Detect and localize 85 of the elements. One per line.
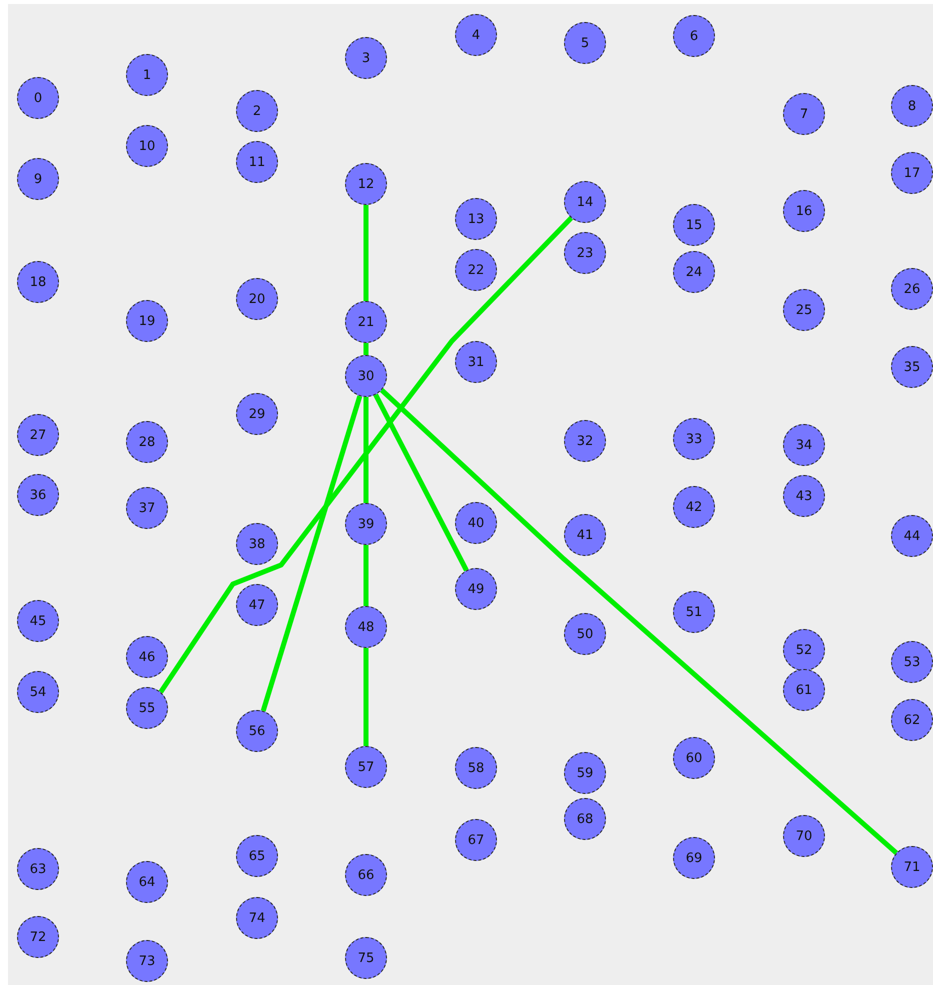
node-circle: 46 (126, 636, 168, 678)
node-circle: 20 (236, 278, 278, 320)
node-circle: 26 (891, 268, 933, 310)
node-circle: 25 (783, 289, 825, 331)
node-circle: 33 (673, 418, 715, 460)
node-circle: 48 (345, 606, 387, 648)
node-circle: 3 (345, 37, 387, 79)
node-circle: 62 (891, 699, 933, 741)
node-circle: 40 (455, 502, 497, 544)
node-circle: 16 (783, 190, 825, 232)
node-circle: 34 (783, 424, 825, 466)
node-circle: 51 (673, 591, 715, 633)
node-circle: 4 (455, 14, 497, 56)
node-circle: 17 (891, 152, 933, 194)
node-circle: 59 (564, 752, 606, 794)
node-circle: 45 (17, 600, 59, 642)
node-circle: 21 (345, 301, 387, 343)
node-circle: 58 (455, 747, 497, 789)
node-circle: 60 (673, 737, 715, 779)
node-circle: 11 (236, 141, 278, 183)
connector-line (364, 343, 368, 355)
node-circle: 54 (17, 671, 59, 713)
node-circle: 15 (673, 204, 715, 246)
node-circle: 12 (345, 163, 387, 205)
node-circle: 41 (564, 514, 606, 556)
node-circle: 2 (236, 90, 278, 132)
node-circle: 22 (455, 249, 497, 291)
node-circle: 0 (17, 77, 59, 119)
node-circle: 55 (126, 687, 168, 729)
node-circle: 61 (783, 669, 825, 711)
node-circle: 36 (17, 474, 59, 516)
node-circle: 53 (891, 641, 933, 683)
node-circle: 39 (345, 503, 387, 545)
node-circle: 30 (345, 355, 387, 397)
node-circle: 1 (126, 54, 168, 96)
node-circle: 32 (564, 420, 606, 462)
node-circle: 5 (564, 22, 606, 64)
node-circle: 9 (17, 158, 59, 200)
node-circle: 23 (564, 232, 606, 274)
node-circle: 42 (673, 486, 715, 528)
node-circle: 37 (126, 487, 168, 529)
node-circle: 31 (455, 341, 497, 383)
node-circle: 64 (126, 861, 168, 903)
node-circle: 57 (345, 746, 387, 788)
node-circle: 50 (564, 613, 606, 655)
node-circle: 10 (126, 125, 168, 167)
node-circle: 44 (891, 515, 933, 557)
node-circle: 38 (236, 523, 278, 565)
node-circle: 14 (564, 181, 606, 223)
node-circle: 28 (126, 421, 168, 463)
node-circle: 24 (673, 251, 715, 293)
node-circle: 6 (673, 15, 715, 57)
node-circle: 8 (891, 85, 933, 127)
node-circle: 70 (783, 815, 825, 857)
node-circle: 19 (126, 300, 168, 342)
node-circle: 47 (236, 584, 278, 626)
node-circle: 69 (673, 837, 715, 879)
connector-line (260, 395, 362, 712)
connector-line (364, 648, 368, 746)
node-circle: 73 (126, 940, 168, 982)
connector-line (158, 216, 574, 694)
node-circle: 67 (455, 819, 497, 861)
node-circle: 7 (783, 93, 825, 135)
node-circle: 18 (17, 261, 59, 303)
connector-line (364, 205, 368, 301)
node-circle: 35 (891, 346, 933, 388)
node-circle: 49 (455, 568, 497, 610)
connector-line (380, 388, 898, 855)
node-circle: 27 (17, 414, 59, 456)
connector-line (364, 545, 368, 606)
connector-line (364, 397, 368, 503)
node-circle: 68 (564, 798, 606, 840)
node-circle: 71 (891, 846, 933, 888)
node-circle: 72 (17, 916, 59, 958)
connector-line (373, 394, 469, 572)
node-circle: 75 (345, 937, 387, 979)
node-circle: 13 (455, 198, 497, 240)
node-circle: 43 (783, 475, 825, 517)
node-circle: 52 (783, 629, 825, 671)
node-circle: 29 (236, 393, 278, 435)
node-circle: 74 (236, 897, 278, 939)
node-circle: 65 (236, 835, 278, 877)
node-circle: 56 (236, 710, 278, 752)
node-circle: 63 (17, 848, 59, 890)
node-circle: 66 (345, 854, 387, 896)
